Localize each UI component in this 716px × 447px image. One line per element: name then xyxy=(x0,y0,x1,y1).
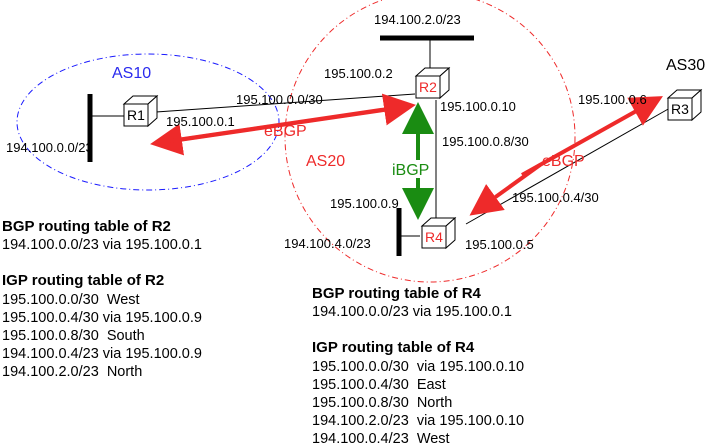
interface-r2-south-label: 195.100.0.10 xyxy=(440,99,516,114)
r4-bgp-table: BGP routing table of R4 194.100.0.0/23 v… xyxy=(312,285,512,320)
link-r4-r3-label: 195.100.0.4/30 xyxy=(512,190,599,205)
as10-label: AS10 xyxy=(112,65,151,82)
network-r1-label: 194.100.0.0/23 xyxy=(6,140,93,155)
r4-igp-table-row: 194.100.2.0/23 via 195.100.0.10 xyxy=(312,413,524,429)
r2-bgp-table-row: 194.100.0.0/23 via 195.100.0.1 xyxy=(2,237,202,253)
r4-igp-table-row: 195.100.0.8/30 North xyxy=(312,395,452,411)
as30-label: AS30 xyxy=(666,57,705,74)
network-r2-label: 194.100.2.0/23 xyxy=(374,12,461,27)
r2-igp-table-row: 194.100.2.0/23 North xyxy=(2,364,142,380)
r2-igp-table-row: 195.100.0.0/30 West xyxy=(2,292,140,308)
router-r4-label: R4 xyxy=(425,229,443,245)
ebgp-arrow-right-up xyxy=(521,96,663,177)
ebgp-left-label: eBGP xyxy=(264,123,307,140)
link-r1-r2-label: 195.100.0.0/30 xyxy=(236,92,323,107)
router-r4: R4 xyxy=(420,216,457,250)
link-r2-r4-label: 195.100.0.8/30 xyxy=(442,134,529,149)
r4-igp-table-row: 195.100.0.0/30 via 195.100.0.10 xyxy=(312,359,524,375)
r2-igp-table-row: 195.100.0.4/30 via 195.100.0.9 xyxy=(2,310,202,326)
interface-r1-label: 195.100.0.1 xyxy=(166,114,235,129)
r2-bgp-table-title: BGP routing table of R2 xyxy=(2,218,171,235)
router-r3-label: R3 xyxy=(671,101,689,117)
r4-bgp-table-title: BGP routing table of R4 xyxy=(312,285,482,302)
interface-r3-label: 195.100.0.6 xyxy=(578,92,647,107)
r4-igp-table: IGP routing table of R4 195.100.0.0/30 v… xyxy=(312,339,524,447)
link-r1-r2 xyxy=(155,93,416,113)
interface-r4-east-label: 195.100.0.5 xyxy=(465,237,534,252)
r4-igp-table-title: IGP routing table of R4 xyxy=(312,339,475,356)
r2-bgp-table: BGP routing table of R2 194.100.0.0/23 v… xyxy=(2,218,202,253)
r4-igp-table-row: 195.100.0.4/30 East xyxy=(312,377,446,393)
network-r4-label: 194.100.4.0/23 xyxy=(284,236,371,251)
ebgp-arrow-left-back xyxy=(169,93,416,143)
r4-bgp-table-row: 194.100.0.0/23 via 195.100.0.1 xyxy=(312,304,512,320)
router-r2: R2 xyxy=(414,66,451,100)
router-r1-label: R1 xyxy=(127,107,145,123)
ibgp-label: iBGP xyxy=(392,162,429,179)
r2-igp-table-row: 195.100.0.8/30 South xyxy=(2,328,145,344)
r2-igp-table-row: 194.100.0.4/23 via 195.100.0.9 xyxy=(2,346,202,362)
r4-igp-table-row: 194.100.0.4/23 West xyxy=(312,431,450,447)
r2-igp-table: IGP routing table of R2 195.100.0.0/30 W… xyxy=(2,272,202,380)
as20-boundary xyxy=(284,0,576,283)
router-r1: R1 xyxy=(122,94,159,128)
ebgp-arrow-right-down xyxy=(469,163,542,216)
router-r2-label: R2 xyxy=(419,79,437,95)
as10-boundary xyxy=(16,53,280,191)
interface-r2-west-label: 195.100.0.2 xyxy=(324,66,393,81)
router-r3: R3 xyxy=(666,88,703,122)
interface-r4-north-label: 195.100.0.9 xyxy=(330,196,399,211)
as20-label: AS20 xyxy=(306,153,345,170)
ebgp-right-label: eBGP xyxy=(542,153,585,170)
r2-igp-table-title: IGP routing table of R2 xyxy=(2,272,164,289)
